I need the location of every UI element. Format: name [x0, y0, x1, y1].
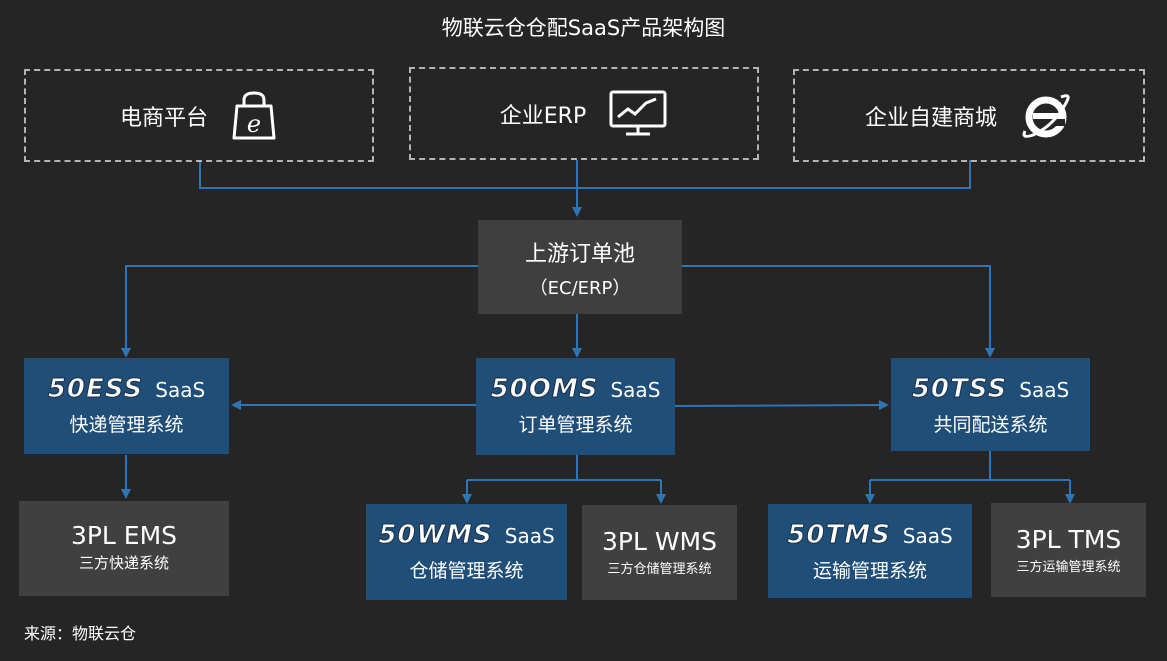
third-party-ems: 3PL EMS 三方快递系统: [19, 501, 229, 596]
connector-tss-to-transport: [870, 451, 1070, 481]
system-tss: 50TSS SaaS 共同配送系统: [891, 358, 1090, 451]
ess-saas-label: SaaS: [155, 378, 206, 402]
upstream-order-pool: 上游订单池 （EC/ERP）: [478, 220, 682, 314]
wms-brand-logo: 50WMS: [378, 520, 493, 551]
connector-oms-to-tss: [674, 400, 889, 411]
wms-description: 仓储管理系统: [409, 560, 524, 582]
3pl-tms-name: 3PL TMS: [1015, 525, 1122, 554]
internet-explorer-icon: [1019, 91, 1073, 141]
connector-sources-to-pool: [199, 160, 971, 189]
source-own-mall: 企业自建商城: [793, 69, 1145, 162]
source-ecommerce-platform: 电商平台 e: [24, 69, 374, 162]
source-own-mall-label: 企业自建商城: [864, 105, 997, 131]
source-erp-label: 企业ERP: [499, 103, 587, 129]
tss-brand-logo: 50TSS: [911, 374, 1008, 405]
diagram-title: 物联云仓仓配SaaS产品架构图: [441, 16, 726, 40]
order-pool-subtitle: （EC/ERP）: [529, 278, 631, 299]
tms-description: 运输管理系统: [812, 560, 927, 582]
source-footnote: 来源：物联云仓: [24, 624, 137, 643]
tms-brand-logo: 50TMS: [787, 520, 891, 551]
third-party-wms: 3PL WMS 三方仓储管理系统: [582, 505, 737, 600]
monitor-chart-icon: [608, 89, 668, 139]
tss-saas-label: SaaS: [1019, 378, 1070, 402]
oms-brand-logo: 50OMS: [490, 374, 599, 405]
svg-text:e: e: [247, 110, 261, 138]
connector-pool-to-tss: [682, 265, 995, 358]
connector-pool-to-ess: [121, 265, 478, 358]
connector-oms-to-warehouse: [467, 455, 661, 481]
system-ess: 50ESS SaaS 快递管理系统: [24, 358, 229, 454]
3pl-tms-description: 三方运输管理系统: [1016, 560, 1121, 575]
3pl-wms-name: 3PL WMS: [601, 527, 717, 556]
tss-description: 共同配送系统: [933, 414, 1048, 436]
source-ecommerce-label: 电商平台: [119, 105, 208, 131]
system-oms: 50OMS SaaS 订单管理系统: [476, 358, 675, 455]
third-party-tms: 3PL TMS 三方运输管理系统: [991, 503, 1146, 597]
source-enterprise-erp: 企业ERP: [409, 67, 759, 160]
3pl-ems-description: 三方快递系统: [78, 554, 169, 572]
shopping-bag-icon: e: [230, 90, 278, 142]
system-wms: 50WMS SaaS 仓储管理系统: [366, 504, 567, 600]
oms-saas-label: SaaS: [610, 378, 661, 402]
tms-saas-label: SaaS: [902, 524, 953, 548]
order-pool-title: 上游订单池: [524, 242, 635, 267]
system-tms: 50TMS SaaS 运输管理系统: [768, 504, 972, 598]
3pl-ems-name: 3PL EMS: [70, 521, 178, 550]
wms-saas-label: SaaS: [504, 524, 555, 548]
oms-description: 订单管理系统: [518, 414, 633, 436]
3pl-wms-description: 三方仓储管理系统: [607, 562, 712, 577]
ess-description: 快递管理系统: [69, 414, 184, 436]
ess-brand-logo: 50ESS: [47, 374, 144, 405]
